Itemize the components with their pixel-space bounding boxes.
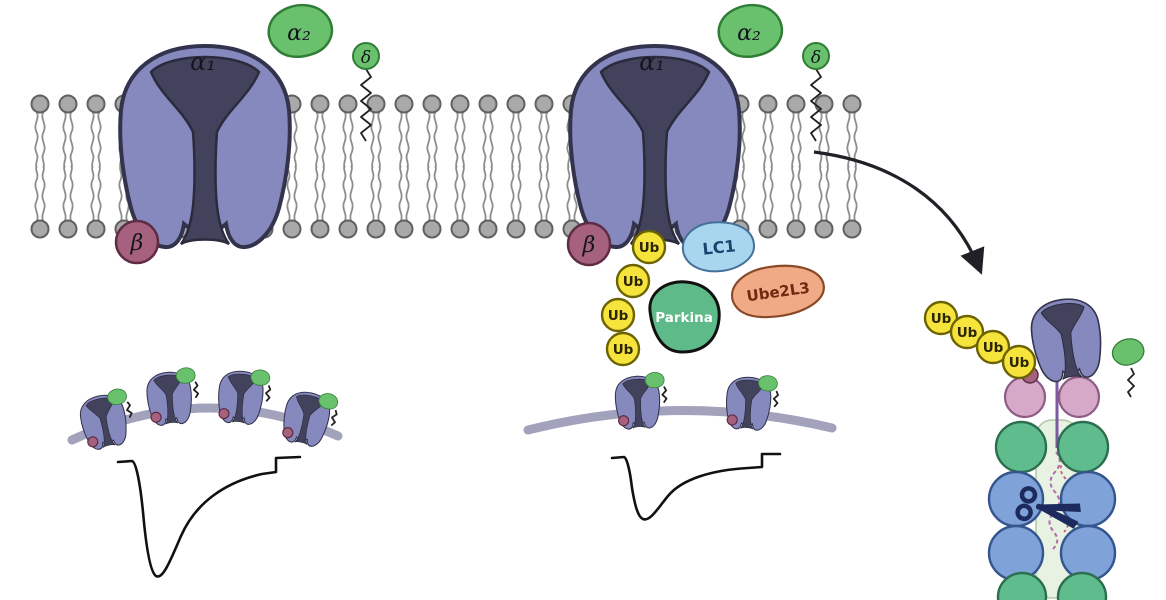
proteasome-alpha-subunit [994, 420, 1048, 474]
mini-alpha2-icon [1108, 334, 1148, 370]
middle-channel-complex: β α₂ δ α₁ LC1 Ube2L3 Parkina [566, 0, 830, 367]
scissors-icon [1015, 486, 1081, 529]
delta-anchor-icon [360, 68, 372, 142]
beta-label: β [130, 231, 144, 256]
current-trace-large [116, 455, 302, 578]
beta-subunit-icon [566, 221, 612, 267]
alpha2-label: α₂ [287, 21, 311, 46]
lc1-label: LC1 [702, 236, 737, 258]
ube2l3-blob: Ube2L3 [730, 264, 825, 319]
proteasome [923, 294, 1148, 600]
proteasome-alpha-subunit [1056, 420, 1110, 474]
proteasome-lid-subunit [1003, 375, 1047, 419]
mini-anchor-icon [1127, 367, 1135, 398]
proteasome-beta-subunit [1059, 524, 1117, 582]
delta-subunit-icon [352, 42, 380, 70]
ubiquitin-chain-proteasome [923, 300, 1037, 380]
proteasome-alpha-subunit [1056, 571, 1108, 600]
beta-subunit-icon [114, 219, 160, 265]
proteasome-beta-subunit [987, 524, 1045, 582]
proteasome-lid-subunit [1057, 375, 1101, 419]
delta-label: δ [361, 48, 371, 68]
parkin-blob: Parkina [648, 280, 721, 354]
degradation-arrow [813, 150, 985, 275]
beta-label: β [582, 233, 596, 258]
alpha2-label: α₂ [737, 21, 761, 46]
degrading-channel-icon [1026, 294, 1107, 385]
left-channel-complex: β α₂ δ α₁ [114, 0, 380, 265]
delta-anchor-icon [810, 68, 822, 142]
proteasome-alpha-subunit [996, 571, 1048, 600]
parkin-label: Parkina [655, 310, 713, 326]
surface-membrane-middle [523, 372, 837, 435]
delta-label: δ [811, 48, 821, 68]
lc1-blob: LC1 [681, 221, 756, 273]
delta-subunit-icon [802, 42, 830, 70]
alpha1-label: α₁ [190, 48, 216, 76]
surface-membrane-left [67, 367, 343, 452]
alpha1-label: α₁ [639, 48, 665, 76]
current-trace-small [610, 452, 782, 521]
